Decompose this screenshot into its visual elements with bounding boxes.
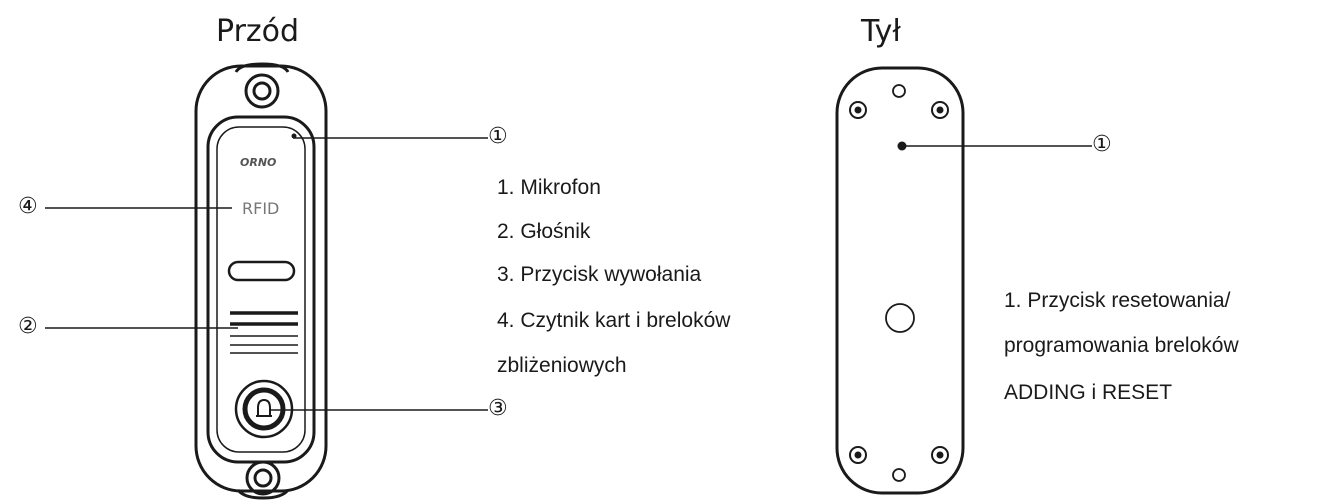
front-top-screw-outer	[244, 73, 280, 109]
front-callout-2: ②	[18, 314, 38, 339]
back-bottom-hole	[892, 468, 906, 482]
front-bottom-screw-inner	[253, 468, 273, 488]
front-indicator-slot	[227, 260, 296, 282]
brand-logo: ORNO	[240, 156, 276, 169]
front-faceplate-inner	[216, 126, 306, 453]
rfid-label: RFID	[242, 199, 279, 218]
back-screw	[849, 446, 867, 464]
front-legend-item: 3. Przycisk wywołania	[497, 263, 702, 286]
back-screw	[849, 101, 867, 119]
back-top-hole	[892, 84, 906, 98]
front-top-screw-inner	[252, 81, 272, 101]
front-call-button-ring	[242, 387, 286, 431]
front-housing	[194, 64, 328, 493]
front-bottom-screw-outer	[245, 460, 281, 496]
front-callout-4: ④	[18, 194, 38, 219]
back-legend-item: programowania breloków	[1004, 334, 1239, 357]
back-legend-item: 1. Przycisk resetowania/	[1004, 289, 1231, 312]
back-legend-item: ADDING i RESET	[1004, 381, 1173, 404]
front-legend-item: zbliżeniowych	[497, 354, 627, 377]
back-callout-1: ①	[1092, 132, 1112, 157]
front-legend-item: 2. Głośnik	[497, 220, 591, 243]
back-screw	[931, 101, 949, 119]
front-title: Przód	[216, 14, 300, 49]
front-legend-item: 4. Czytnik kart i breloków	[497, 309, 731, 332]
front-top-ear	[234, 62, 290, 73]
back-housing	[835, 66, 965, 495]
back-title: Tył	[861, 14, 901, 49]
front-bottom-ear	[236, 489, 290, 500]
back-screw	[931, 446, 949, 464]
front-callout-1: ①	[488, 124, 508, 149]
front-legend-item: 1. Mikrofon	[497, 176, 601, 199]
front-call-button-outer	[234, 379, 294, 439]
front-callout-3: ③	[488, 396, 508, 421]
microphone-dot	[291, 133, 297, 139]
back-reset-button-dot	[897, 141, 907, 151]
bell-icon	[256, 398, 272, 417]
back-center-hole	[885, 303, 915, 333]
